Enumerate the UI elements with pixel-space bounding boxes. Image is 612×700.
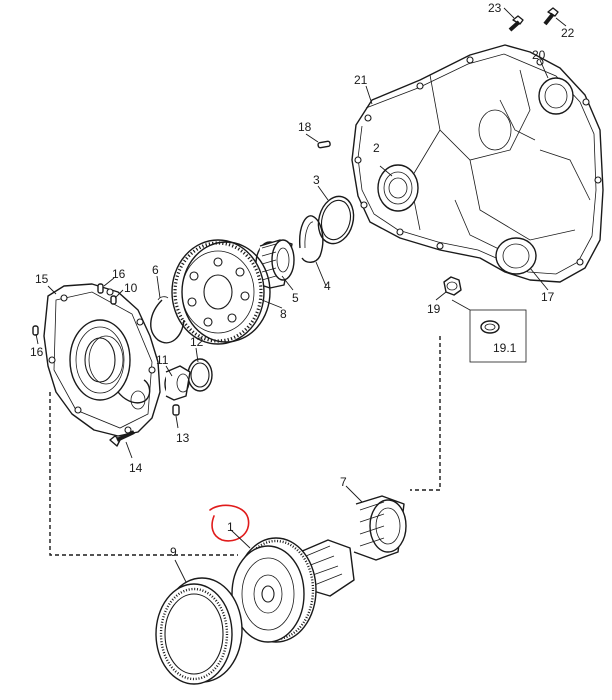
- output-shaft-gear-1: [231, 537, 355, 643]
- callout-8: 8: [280, 307, 287, 321]
- callout-19: 19: [427, 302, 441, 316]
- callout-11: 11: [156, 353, 169, 367]
- ring-gear-9: [155, 577, 243, 685]
- dowel-13: [172, 404, 180, 416]
- callout-22: 22: [561, 26, 575, 40]
- dowel-16-top: [97, 283, 104, 294]
- dowel-10: [110, 295, 117, 305]
- callout-5: 5: [292, 291, 299, 305]
- dowel-16-left: [32, 325, 39, 336]
- callout-15: 15: [35, 272, 49, 286]
- callout-6: 6: [152, 263, 159, 277]
- detail-box-19-1: [451, 299, 527, 363]
- callout-7: 7: [340, 475, 347, 489]
- red-annotation-circle: [209, 504, 250, 542]
- bearing-11: [164, 365, 191, 401]
- snap-ring-3: [317, 195, 355, 245]
- callout-17: 17: [541, 290, 555, 304]
- callout-9: 9: [170, 545, 177, 559]
- bolt-23: [508, 15, 524, 32]
- bearing-7: [353, 495, 407, 561]
- callout-21: 21: [354, 73, 368, 87]
- callout-10: 10: [124, 281, 138, 295]
- drain-plug-19: [443, 276, 462, 296]
- snap-ring-6: [150, 296, 185, 344]
- callout-1: 1: [227, 520, 234, 534]
- seal-ring-20: [538, 77, 574, 115]
- housing-cover-15: [43, 283, 161, 437]
- callout-3: 3: [313, 173, 320, 187]
- needle-bearing-5: [255, 239, 295, 289]
- callout-12: 12: [190, 335, 204, 349]
- callout-23: 23: [488, 1, 502, 15]
- callout-16-top: 16: [112, 267, 126, 281]
- dowel-pin-18: [317, 140, 331, 149]
- callout-13: 13: [176, 431, 190, 445]
- callout-16-left: 16: [30, 345, 44, 359]
- assembly-dashed-line: [49, 336, 441, 556]
- spur-gear-8: [171, 239, 271, 345]
- retaining-ring-4: [298, 215, 324, 263]
- callout-labels: 1 2 3 4 5 6 7 8 9 10 11 12 13 14 15 16 1…: [30, 1, 575, 559]
- callout-19-1: 19.1: [493, 341, 517, 355]
- callout-20: 20: [532, 48, 546, 62]
- bolt-14: [109, 430, 135, 447]
- callout-18: 18: [298, 120, 312, 134]
- callout-4: 4: [324, 279, 331, 293]
- callout-2: 2: [373, 141, 380, 155]
- leader-lines: [35, 7, 567, 583]
- bolt-22: [543, 7, 559, 26]
- ring-12: [187, 358, 213, 392]
- callout-14: 14: [129, 461, 143, 475]
